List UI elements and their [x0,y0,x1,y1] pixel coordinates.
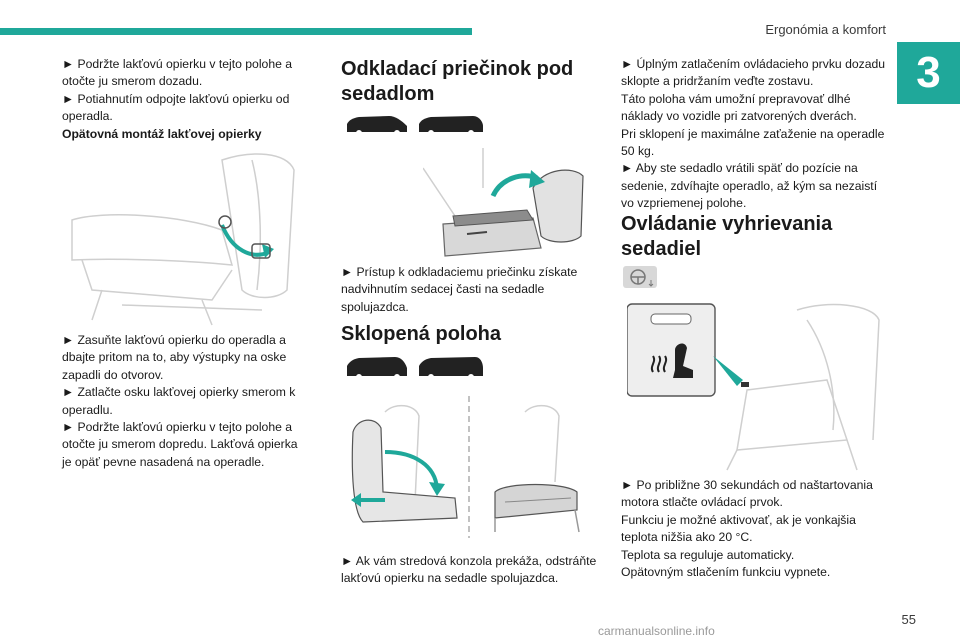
paragraph: ► Po približne 30 sekundách od naštartov… [621,478,873,510]
paragraph: ► Potiahnutím odpojte lakťovú opierku od… [62,91,290,124]
paragraph: Táto poloha vám umožní prepravovať dlhé … [621,91,857,124]
paragraph: Pri sklopení je maximálne zaťaženie na o… [621,126,885,159]
paragraph: Funkciu je možné aktivovať, ak je vonkaj… [621,512,856,545]
subheading: Opätovná montáž lakťovej opierky [62,126,262,141]
chapter-number-badge: 3 [897,42,960,104]
section-heading: Odkladací priečinok pod sedadlom [341,58,574,105]
section-title: Ergonómia a komfort [765,22,886,37]
paragraph: Teplota sa reguluje automaticky. [621,547,795,562]
paragraph: ► Zasuňte lakťovú opierku do operadla a … [62,333,287,382]
paragraph: ► Zatlačte osku lakťovej opierky smerom … [62,385,296,417]
steering-wheel-icon [623,266,657,288]
vehicle-type-icons [345,112,485,138]
header-accent-bar [0,28,472,35]
fold-flat-illustration [345,392,595,542]
underseat-storage-illustration [423,148,593,260]
paragraph: ► Prístup k odkladaciemu priečinku získa… [341,265,578,314]
seat-heat-icon [650,343,693,378]
paragraph: ► Úplným zatlačením ovládacieho prvku do… [621,57,886,89]
paragraph: ► Ak vám stredová konzola prekáža, odstr… [341,554,597,586]
vehicle-type-icons [345,354,485,382]
armrest-removal-illustration [62,140,308,330]
section-heading: Sklopená poloha [341,323,502,345]
paragraph: ► Aby ste sedadlo vrátili späť do pozíci… [621,161,878,211]
page-number: 55 [901,612,916,627]
watermark-text: carmanualsonline.info [598,624,715,638]
paragraph: Opätovným stlačením funkciu vypnete. [621,565,831,580]
section-heading: Ovládanie vyhrievania sedadiel [621,213,833,260]
paragraph: ► Podržte lakťovú opierku v tejto polohe… [62,57,293,89]
seat-heating-illustration [627,300,893,472]
paragraph: ► Podržte lakťovú opierku v tejto polohe… [62,420,298,469]
